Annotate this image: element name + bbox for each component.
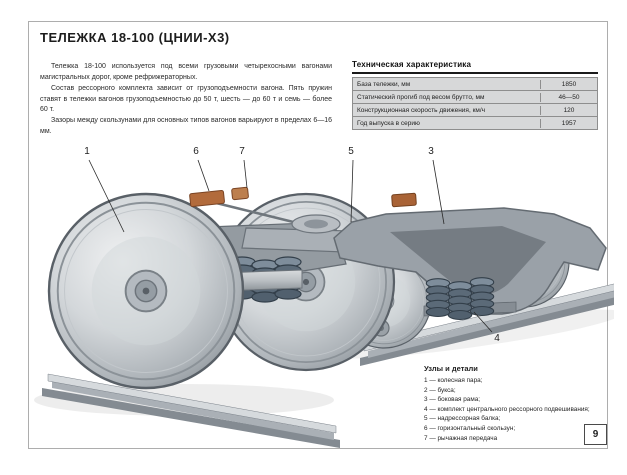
spec-table-body: База тележки, мм 1850 Статический прогиб… xyxy=(352,77,598,130)
wheel-front-near xyxy=(47,192,245,390)
table-row: Статический прогиб под весом брутто, мм … xyxy=(353,91,597,104)
spec-label: Статический прогиб под весом брутто, мм xyxy=(353,92,541,102)
table-row: База тележки, мм 1850 xyxy=(353,78,597,91)
coil-spring xyxy=(469,277,495,317)
spec-label: База тележки, мм xyxy=(353,79,541,89)
spec-label: Год выпуска в серию xyxy=(353,118,541,128)
table-row: Год выпуска в серию 1957 xyxy=(353,117,597,130)
legend-item: 5 — надрессорная балка; xyxy=(424,415,501,423)
callout-numbers: 1 6 7 5 3 4 xyxy=(84,146,500,344)
legend-item: 7 — рычажная передача xyxy=(424,434,498,442)
parts-legend: Узлы и детали 1 — колесная пара; 2 — бук… xyxy=(424,364,604,443)
bogie-illustration: 1 6 7 5 3 4 xyxy=(34,146,614,448)
legend-item: 3 — боковая рама; xyxy=(424,396,481,404)
callout-number: 6 xyxy=(193,146,199,157)
spec-value: 1957 xyxy=(561,119,577,127)
intro-paragraph: Состав рессорного комплекта зависит от г… xyxy=(40,84,332,114)
callout-number: 4 xyxy=(494,333,500,344)
intro-paragraph: Тележка 18-100 используется под всеми гр… xyxy=(40,63,332,81)
legend-item: 2 — букса; xyxy=(424,386,456,394)
rail-rear xyxy=(360,283,614,366)
page-title: ТЕЛЕЖКА 18-100 (ЦНИИ-Х3) xyxy=(40,30,230,45)
legend-item: 1 — колесная пара; xyxy=(424,377,483,384)
callout-lines xyxy=(88,159,493,333)
rail-front xyxy=(42,373,340,448)
spec-label: Конструкционная скорость движения, км/ч xyxy=(353,105,541,115)
legend-item: 4 — комплект центрального рессорного под… xyxy=(424,405,590,413)
spec-value: 120 xyxy=(563,106,575,114)
spec-value: 1850 xyxy=(561,80,577,88)
spec-table-header: Техническая характеристика xyxy=(352,60,598,74)
page-number: 9 xyxy=(584,424,607,445)
legend-heading: Узлы и детали xyxy=(424,364,478,373)
coil-spring xyxy=(425,278,451,318)
legend-item: 6 — горизонтальный скользун; xyxy=(424,425,516,433)
intro-text: Тележка 18-100 используется под всеми гр… xyxy=(40,62,332,138)
intro-paragraph: Зазоры между скользунами для основных ти… xyxy=(40,117,332,136)
coil-spring xyxy=(447,281,473,321)
spec-table: Техническая характеристика База тележки,… xyxy=(352,60,598,130)
callout-number: 1 xyxy=(84,146,90,157)
callout-number: 7 xyxy=(239,146,245,157)
spec-value: 46—50 xyxy=(558,93,580,101)
spring-set-rear xyxy=(425,277,495,321)
callout-number: 3 xyxy=(428,146,434,157)
brake-rigging xyxy=(189,186,417,208)
table-row: Конструкционная скорость движения, км/ч … xyxy=(353,104,597,117)
callout-number: 5 xyxy=(348,146,354,157)
